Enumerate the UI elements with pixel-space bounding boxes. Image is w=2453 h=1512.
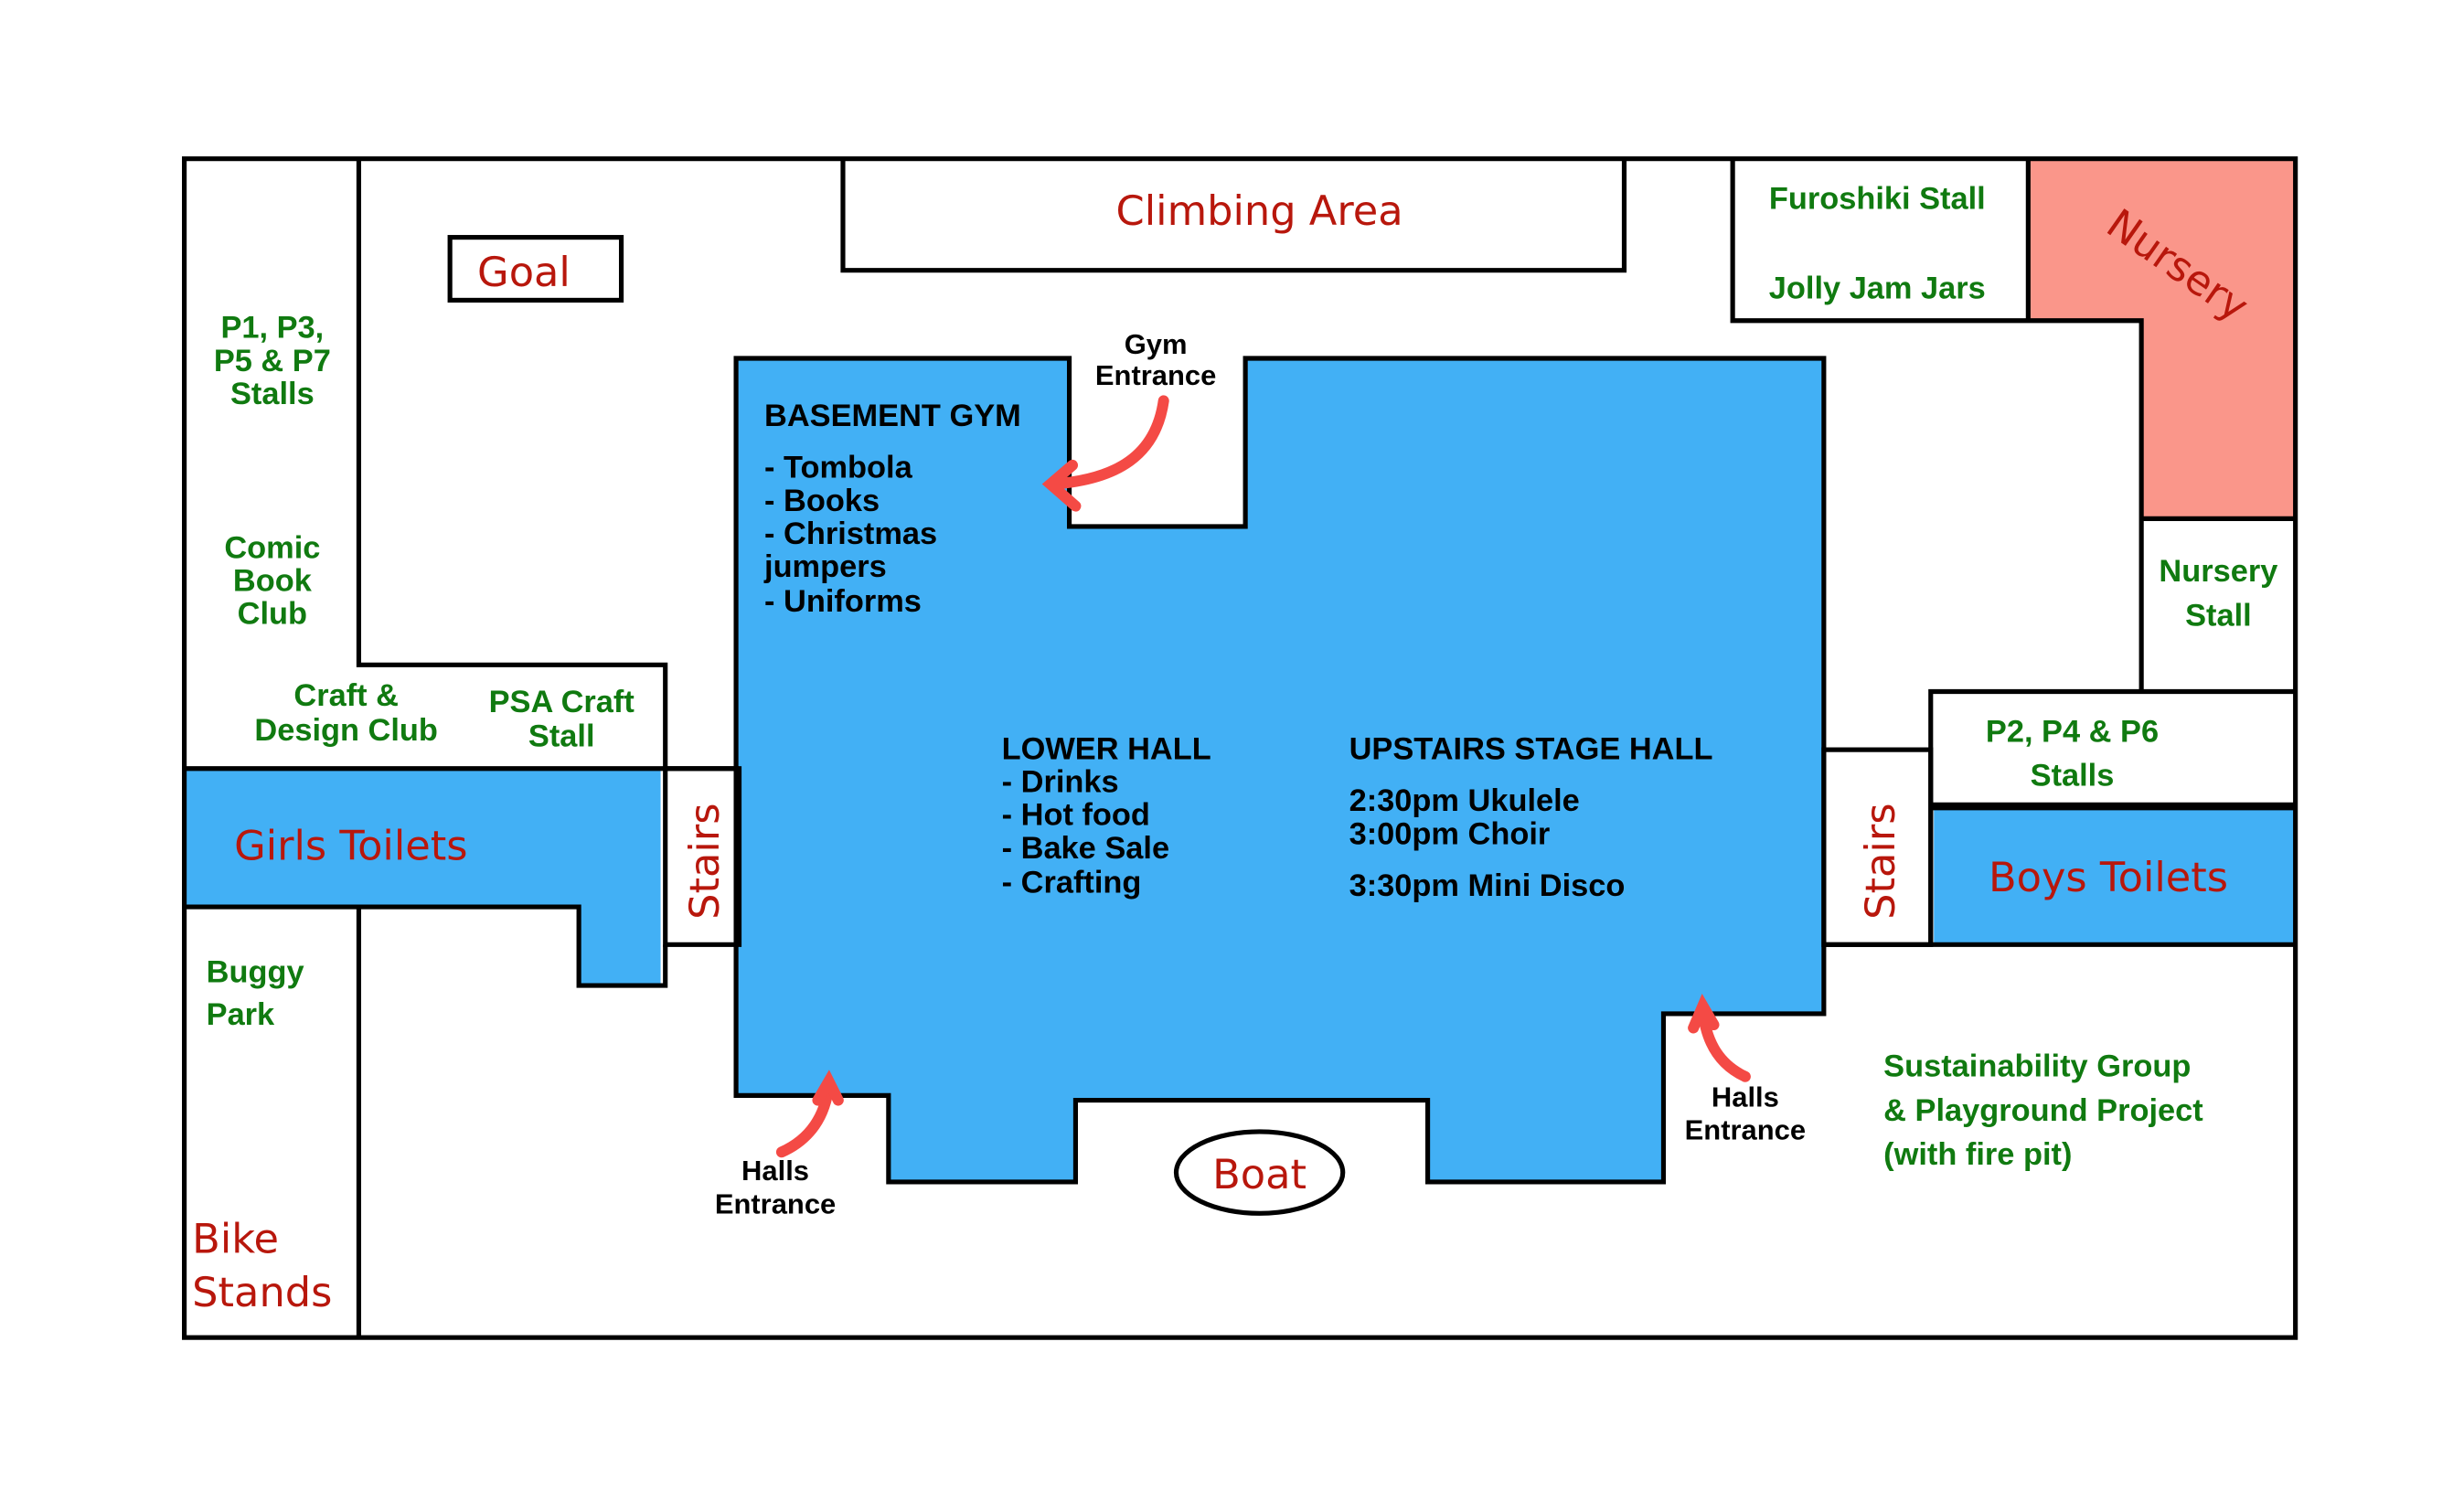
boat-outline bbox=[1173, 1129, 1346, 1216]
upstairs-schedule-item: 3:00pm Choir bbox=[1349, 816, 1551, 851]
gym-entrance-label: Entrance bbox=[1095, 359, 1216, 391]
site-boundary bbox=[182, 156, 2298, 1340]
p1357-label: Stalls bbox=[230, 377, 315, 411]
hall-outline bbox=[733, 356, 1827, 1185]
sustainability-label: & Playground Project bbox=[1883, 1093, 2203, 1128]
stall-wall bbox=[1730, 158, 2144, 692]
jolly-jam-jars-label: Jolly Jam Jars bbox=[1769, 272, 1986, 306]
bike-stands-label: Stands bbox=[192, 1269, 332, 1316]
goal-label: Goal bbox=[477, 249, 571, 296]
comic-label: Comic bbox=[224, 530, 320, 565]
basement-gym-title: BASEMENT GYM bbox=[764, 399, 1021, 433]
p1357-label: P5 & P7 bbox=[214, 344, 331, 378]
sustainability-label: (with fire pit) bbox=[1883, 1137, 2072, 1172]
buggy-park-label: Buggy bbox=[207, 955, 304, 990]
basement-item: jumpers bbox=[763, 549, 887, 584]
upstairs-hall-title: UPSTAIRS STAGE HALL bbox=[1349, 731, 1713, 766]
nursery-stall-label: Nursery bbox=[2159, 554, 2277, 589]
sustainability-label: Sustainability Group bbox=[1883, 1049, 2191, 1084]
psa-label: Stall bbox=[528, 719, 595, 754]
boys-toilets-label: Boys Toilets bbox=[1989, 854, 2228, 901]
arrowhead-icon bbox=[1688, 994, 1720, 1034]
stairs-left-label: Stairs bbox=[681, 804, 729, 920]
bike-stands-label: Bike bbox=[192, 1215, 279, 1262]
halls-entrance-right-label: Halls bbox=[1712, 1081, 1779, 1113]
psa-label: PSA Craft bbox=[489, 685, 635, 719]
goal-box bbox=[447, 235, 624, 303]
basement-item: - Uniforms bbox=[764, 584, 922, 619]
lower-hall-title: LOWER HALL bbox=[1002, 731, 1211, 766]
lower-hall-item: - Crafting bbox=[1002, 866, 1142, 900]
furoshiki-label: Furoshiki Stall bbox=[1769, 182, 1986, 217]
nursery-area bbox=[2028, 158, 2296, 519]
arrows bbox=[775, 395, 1751, 1158]
boat-label: Boat bbox=[1212, 1151, 1306, 1198]
comic-label: Club bbox=[238, 597, 307, 632]
wall bbox=[184, 904, 668, 988]
basement-item: - Tombola bbox=[764, 451, 913, 485]
girls-toilets-area bbox=[184, 768, 661, 986]
craft-design-label: Craft & bbox=[293, 678, 399, 713]
climbing-area-label: Climbing Area bbox=[1116, 187, 1403, 235]
halls-entrance-left-label: Halls bbox=[741, 1155, 809, 1187]
girls-toilets-label: Girls Toilets bbox=[234, 822, 467, 869]
boys-toilets-area bbox=[1934, 809, 2296, 945]
p246-label: Stalls bbox=[2031, 759, 2115, 793]
arrowhead-icon bbox=[1041, 459, 1082, 512]
gym-entrance-label: Gym bbox=[1125, 328, 1188, 360]
basement-item: - Books bbox=[764, 484, 880, 518]
upstairs-schedule-item: 2:30pm Ukulele bbox=[1349, 783, 1580, 818]
lower-hall-item: - Bake Sale bbox=[1002, 831, 1169, 866]
gym-entrance-arrow-icon bbox=[1048, 395, 1169, 490]
halls-entrance-left-label: Entrance bbox=[715, 1187, 836, 1219]
halls-entrance-right-arrow-icon bbox=[1697, 1003, 1751, 1082]
arrowhead-icon bbox=[812, 1070, 844, 1106]
halls-entrance-right-label: Entrance bbox=[1685, 1114, 1806, 1146]
lower-hall-item: - Drinks bbox=[1002, 765, 1119, 800]
basement-item: - Christmas bbox=[764, 516, 937, 551]
comic-label: Book bbox=[233, 563, 313, 598]
nursery-stall-label: Stall bbox=[2185, 598, 2252, 633]
p246-label: P2, P4 & P6 bbox=[1986, 715, 2159, 750]
main-hall-area bbox=[736, 358, 1824, 1182]
upstairs-schedule-item: 3:30pm Mini Disco bbox=[1349, 868, 1626, 903]
craft-design-label: Design Club bbox=[254, 713, 438, 748]
climbing-box bbox=[840, 158, 1627, 273]
stairs-right-label: Stairs bbox=[1857, 804, 1904, 920]
p1357-label: P1, P3, bbox=[220, 311, 324, 346]
buggy-park-label: Park bbox=[207, 997, 275, 1032]
lower-hall-item: - Hot food bbox=[1002, 798, 1150, 833]
stairs-left-box bbox=[663, 766, 742, 947]
left-column-wall bbox=[356, 158, 668, 769]
